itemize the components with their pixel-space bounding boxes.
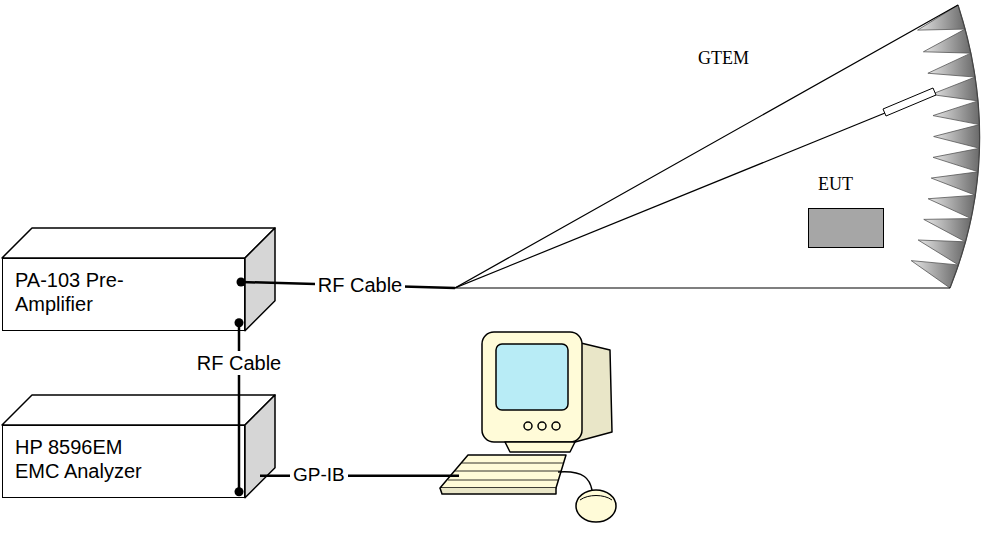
- absorber-cone: [918, 240, 965, 265]
- monitor-button: [524, 422, 532, 430]
- absorber-cone: [924, 219, 971, 242]
- connector-dot: [235, 487, 244, 496]
- monitor-body: [482, 332, 582, 442]
- monitor-button: [538, 422, 546, 430]
- absorber-cone: [931, 172, 978, 195]
- cell-walls: [455, 5, 958, 288]
- absorber-cone: [918, 5, 966, 30]
- label-patch: GP-IB: [290, 464, 348, 487]
- box-side: [245, 228, 275, 331]
- computer-illustration: [440, 332, 616, 522]
- keyboard-edge: [440, 488, 556, 494]
- instrument-name: HP 8596EM EMC Analyzer: [3, 426, 167, 493]
- mouse: [576, 490, 616, 522]
- instrument-name: PA-103 Pre-Amplifier: [3, 259, 167, 326]
- keyboard-keys: [448, 463, 563, 480]
- box-side: [245, 395, 275, 498]
- cell-label: GTEM: [698, 48, 749, 69]
- cable-label: RF Cable: [197, 352, 281, 374]
- monitor-button: [552, 422, 560, 430]
- mouse-cable: [558, 472, 592, 490]
- septum-termination: [883, 88, 936, 116]
- box-front: [2, 425, 245, 498]
- keyboard: [440, 455, 566, 488]
- box-top: [2, 228, 275, 258]
- absorber-cone: [923, 29, 970, 53]
- cable-label-patch: RF Cable: [194, 351, 284, 375]
- absorber-cone: [933, 148, 979, 172]
- absorber-cone: [931, 77, 978, 101]
- absorber-cone: [928, 53, 975, 77]
- box-top: [2, 395, 275, 425]
- absorber-cone: [928, 195, 975, 218]
- monitor-screen: [496, 344, 568, 410]
- gtem-outline: [455, 0, 995, 300]
- monitor-stand: [505, 442, 575, 452]
- box-front: [2, 258, 245, 331]
- cable-label-patch: RF Cable: [315, 273, 405, 297]
- eut-label: EUT: [818, 174, 853, 195]
- connector-layer: [235, 278, 460, 497]
- interface-label: GP-IB: [293, 464, 345, 485]
- gtem-cell: GTEM EUT: [455, 0, 995, 300]
- mouse-buttons: [580, 496, 612, 501]
- septum: [455, 113, 885, 288]
- connector-dot: [235, 318, 244, 327]
- cable-label: RF Cable: [318, 274, 402, 296]
- absorber-cone: [934, 125, 980, 149]
- rf-cable: [238, 323, 241, 492]
- cell-back-wall: [950, 5, 980, 288]
- instrument-box: PA-103 Pre-Amplifier: [2, 258, 245, 331]
- absorber-cone: [933, 101, 979, 125]
- eut-box: EUT: [808, 208, 884, 248]
- instrument-box: HP 8596EM EMC Analyzer: [2, 425, 245, 498]
